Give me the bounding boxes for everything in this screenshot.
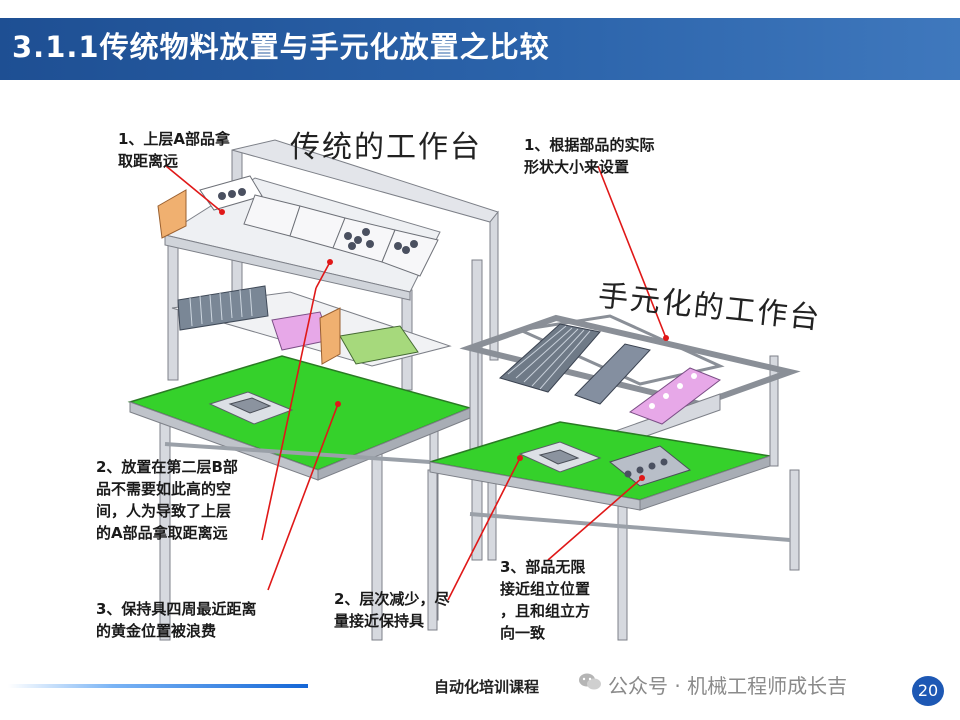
annotation-handelement-3: 3、部品无限 接近组立位置 ，且和组立方 向一致 bbox=[500, 558, 591, 642]
traditional-workbench bbox=[127, 139, 499, 641]
annotation-traditional-3: 3、保持具四周最近距离 的黄金位置被浪费 bbox=[96, 600, 257, 640]
footer-course-name: 自动化培训课程 bbox=[434, 678, 540, 696]
title-bar: 3.1.1传统物料放置与手元化放置之比较 bbox=[0, 18, 960, 80]
wechat-icon bbox=[579, 673, 601, 690]
pointer-lines bbox=[165, 165, 667, 601]
annotation-handelement-1: 1、根据部品的实际 形状大小来设置 bbox=[524, 136, 655, 176]
handwritten-traditional-label: 传统的工作台 bbox=[290, 130, 482, 165]
handelement-workbench bbox=[427, 314, 801, 641]
annotation-handelement-2: 2、层次减少，尽 量接近保持具 bbox=[334, 590, 450, 630]
page-number-badge: 20 bbox=[912, 676, 944, 706]
footer-accent-line bbox=[8, 684, 308, 688]
annotation-traditional-2: 2、放置在第二层B部 品不需要如此高的空 间，人为导致了上层 的A部品拿取距离远 bbox=[96, 458, 238, 542]
slide-title: 3.1.1传统物料放置与手元化放置之比较 bbox=[12, 30, 550, 64]
annotation-traditional-1: 1、上层A部品拿 取距离远 bbox=[118, 130, 231, 170]
pointer-dots bbox=[219, 209, 669, 481]
footer-watermark: 公众号 · 机械工程师成长吉 bbox=[608, 674, 848, 698]
